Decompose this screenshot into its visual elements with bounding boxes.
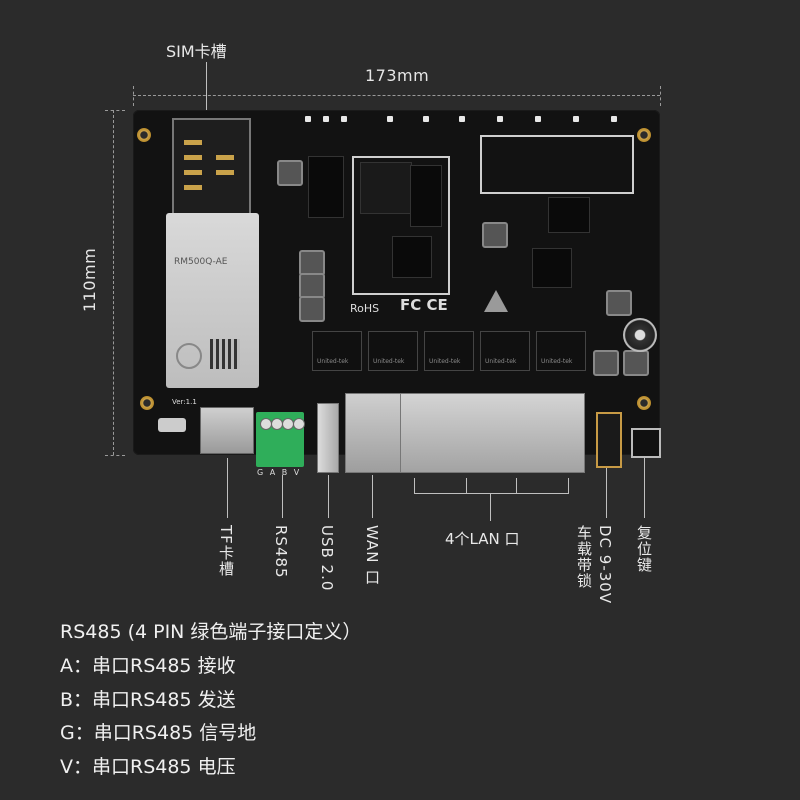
dc-label: DC 9-30V — [596, 525, 614, 605]
tf-card-slot[interactable] — [200, 407, 254, 454]
lan-ports[interactable] — [400, 393, 585, 473]
wan-port[interactable] — [345, 393, 402, 473]
module-model-text: RM500Q-AE — [174, 257, 228, 267]
mounting-hole — [140, 396, 154, 410]
usb-port[interactable] — [317, 403, 339, 473]
reset-button[interactable] — [631, 428, 661, 458]
switch-chip — [548, 197, 590, 233]
sim-callout-line — [206, 62, 207, 122]
tf-card-label: TF卡槽 — [217, 525, 235, 577]
inductor — [482, 222, 508, 248]
warning-triangle-icon — [484, 290, 508, 312]
width-dimension-tick-right — [660, 86, 661, 106]
ethernet-magnetics: United-tek — [312, 331, 362, 371]
legend-item-g: G：串口RS485 信号地 — [60, 722, 257, 744]
inductor — [299, 296, 325, 322]
sim-slot-label: SIM卡槽 — [166, 42, 227, 61]
phy-chip — [532, 248, 572, 288]
reset-label: 复位键 — [635, 525, 653, 573]
legend-item-v: V：串口RS485 电压 — [60, 756, 236, 778]
inductor — [623, 350, 649, 376]
mounting-hole — [137, 128, 151, 142]
ethernet-magnetics: United-tek — [480, 331, 530, 371]
memory-chip — [410, 165, 442, 227]
lan-label: 4个LAN 口 — [445, 530, 520, 548]
soc-shield-outline — [352, 156, 450, 295]
fcc-ce-mark: FC CE — [400, 296, 448, 314]
rs485-terminal[interactable] — [256, 412, 305, 467]
flash-chip — [392, 236, 432, 278]
version-text: Ver:1.1 — [172, 398, 197, 406]
ethernet-magnetics: United-tek — [424, 331, 474, 371]
rs485-label: RS485 — [272, 525, 290, 579]
height-dimension-tick-bottom — [105, 455, 125, 456]
legend-title: RS485 (4 PIN 绿色端子接口定义） — [60, 621, 362, 643]
terminal-pin-labels: G A B V — [257, 468, 302, 477]
height-dimension-line — [113, 110, 114, 455]
button-switch[interactable] — [158, 418, 186, 432]
ethernet-magnetics: United-tek — [368, 331, 418, 371]
soc-chip — [360, 162, 412, 214]
power-chip — [308, 156, 344, 218]
sim-card-slot[interactable] — [172, 118, 251, 217]
car-lock-label: 车载带锁 — [575, 525, 593, 589]
width-dimension-tick-left — [133, 86, 134, 106]
electrolytic-capacitor — [623, 318, 657, 352]
switch-area-outline — [480, 135, 634, 194]
wan-label: WAN 口 — [363, 525, 381, 586]
inductor — [277, 160, 303, 186]
legend-item-a: A：串口RS485 接收 — [60, 655, 236, 677]
cellular-module: RM500Q-AE — [166, 213, 259, 388]
height-dimension-tick-top — [105, 110, 125, 111]
inductor — [606, 290, 632, 316]
usb-label: USB 2.0 — [318, 525, 336, 592]
magnetics-label: United-tek — [317, 358, 349, 365]
inductor — [593, 350, 619, 376]
width-dimension-line — [133, 95, 660, 96]
dc-power-jack[interactable] — [596, 412, 622, 468]
ethernet-magnetics: United-tek — [536, 331, 586, 371]
width-dimension-label: 173mm — [365, 66, 430, 85]
legend-item-b: B：串口RS485 发送 — [60, 689, 236, 711]
mounting-hole — [637, 128, 651, 142]
mounting-hole — [637, 396, 651, 410]
height-dimension-label: 110mm — [80, 247, 99, 312]
rohs-mark: RoHS — [350, 302, 380, 315]
